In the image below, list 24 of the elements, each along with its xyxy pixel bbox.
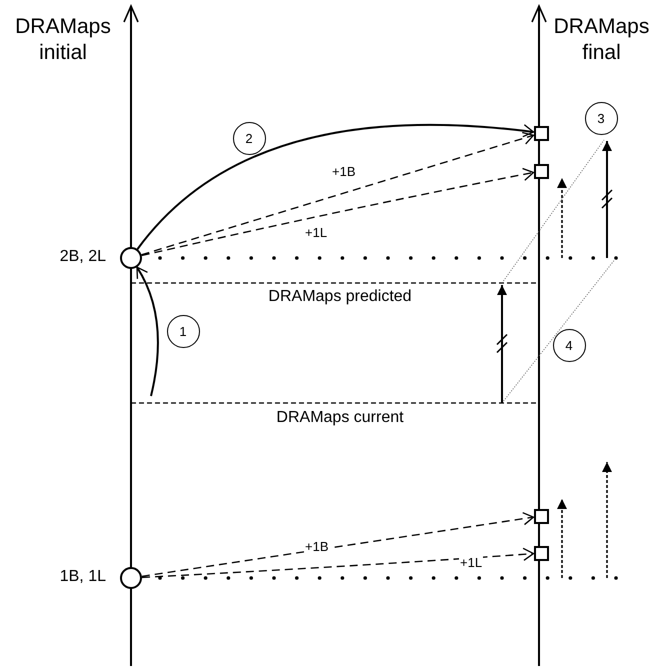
level-label: 2B, 2L bbox=[60, 248, 106, 266]
arrow bbox=[136, 266, 159, 396]
state-square bbox=[534, 546, 548, 560]
state-circle bbox=[120, 247, 142, 269]
arrow bbox=[142, 512, 534, 577]
edge-label: +1L bbox=[459, 555, 484, 570]
state-square bbox=[534, 508, 548, 524]
arrow bbox=[142, 168, 534, 256]
axis-title: DRAMaps initial bbox=[14, 14, 112, 66]
level-label: DRAMaps predicted bbox=[267, 288, 413, 306]
step-number-circle: 2 bbox=[232, 122, 266, 154]
state-circle bbox=[120, 567, 142, 589]
state-square bbox=[534, 164, 548, 178]
axis-title: DRAMaps final bbox=[552, 14, 650, 66]
state-square bbox=[534, 126, 548, 140]
level-label: DRAMaps current bbox=[275, 409, 405, 427]
step-number-circle: 3 bbox=[584, 102, 618, 134]
edge-label: +1L bbox=[304, 225, 328, 240]
level-label: 1B, 1L bbox=[60, 568, 106, 586]
step-number-circle: 4 bbox=[552, 328, 586, 362]
arrow bbox=[142, 548, 534, 578]
edge-label: +1B bbox=[304, 539, 330, 554]
step-number-circle: 1 bbox=[166, 314, 200, 348]
edge-label: +1B bbox=[331, 164, 356, 179]
